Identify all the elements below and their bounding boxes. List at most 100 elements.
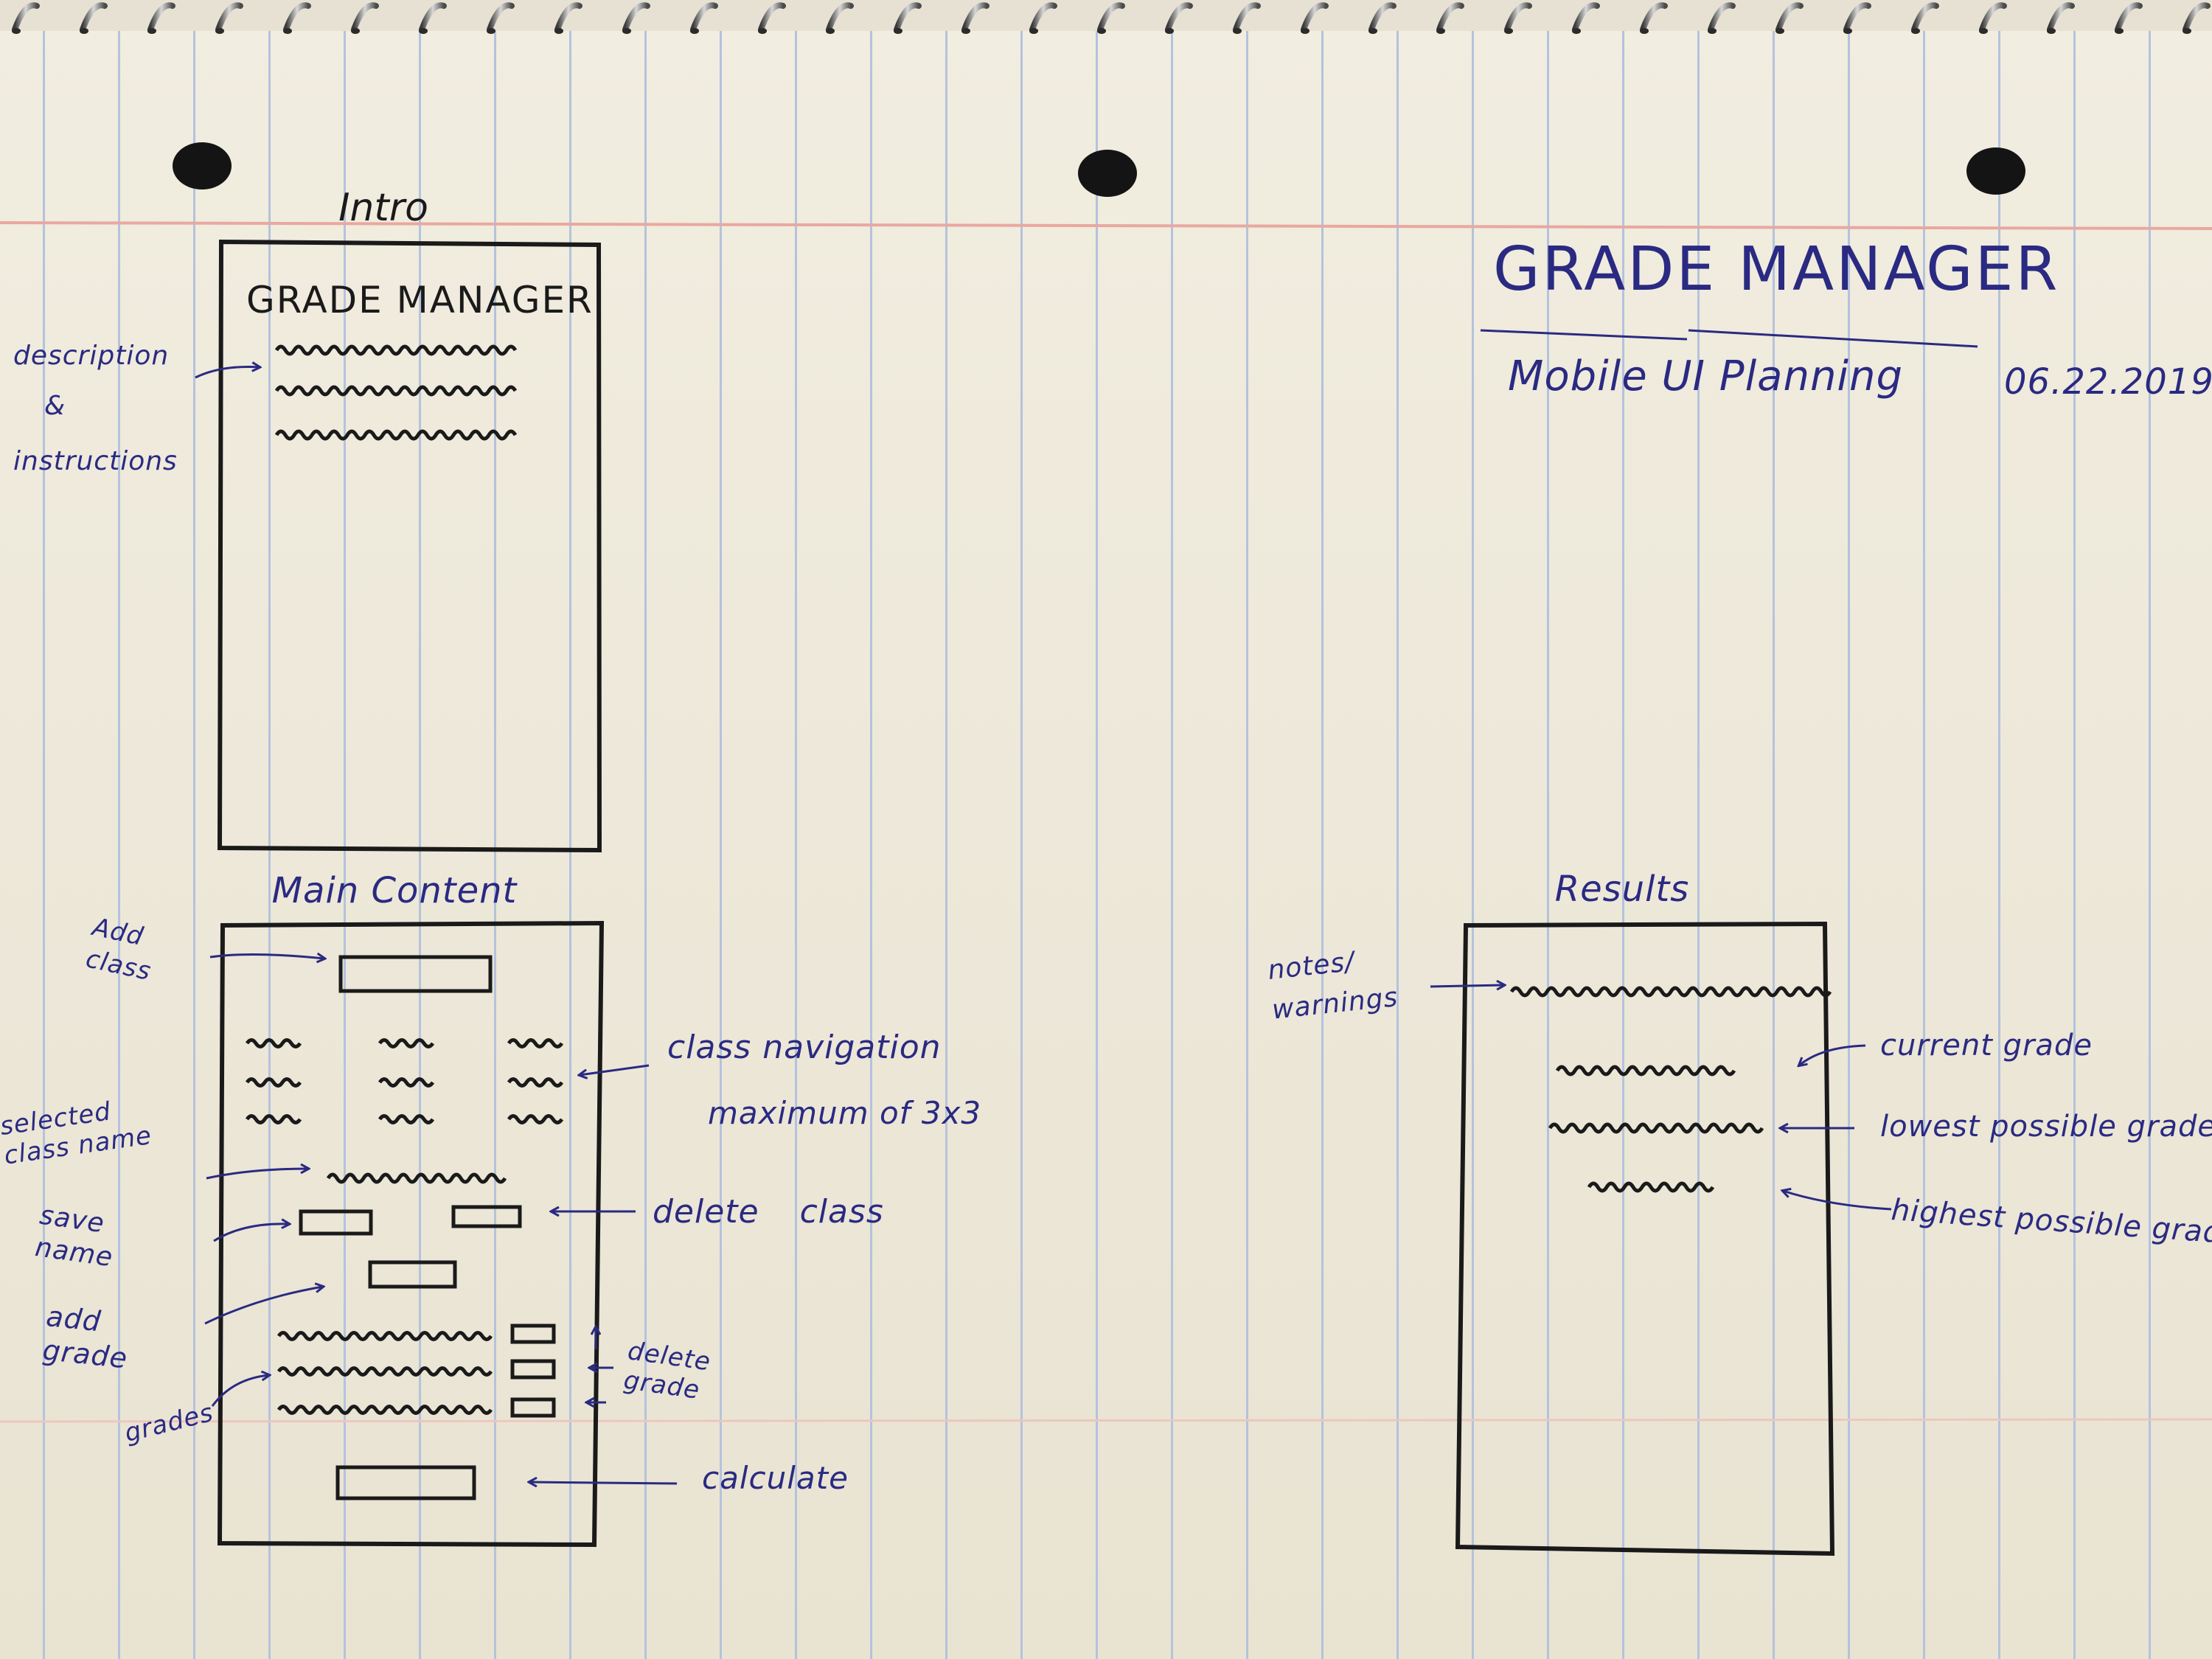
add-grade-arrow xyxy=(204,1287,323,1325)
highest-possible-grade-scribble xyxy=(1587,1181,1715,1193)
spiral-ring xyxy=(1572,2,1600,32)
spiral-ring xyxy=(1029,2,1057,32)
calculate-button-sketch xyxy=(335,1465,476,1500)
save-name-button-sketch xyxy=(299,1209,373,1236)
binding-hole xyxy=(80,28,88,34)
binding-hole xyxy=(419,28,428,34)
binding-hole xyxy=(961,28,970,34)
binding-hole xyxy=(351,28,360,34)
current-grade-scribble xyxy=(1555,1065,1736,1077)
binding-hole xyxy=(487,28,495,34)
main-content-label: Main Content xyxy=(271,870,518,911)
binding-hole xyxy=(690,28,699,34)
class-nav-item-scribble xyxy=(245,1038,302,1048)
notes-warnings-arrow xyxy=(1430,985,1504,987)
spiral-ring xyxy=(80,2,108,32)
spiral-ring xyxy=(1640,2,1668,32)
intro-text-scribble xyxy=(274,429,518,441)
add-grade-annotation: add grade xyxy=(41,1299,130,1375)
title-underline xyxy=(1688,329,1978,348)
spiral-ring xyxy=(1233,2,1261,32)
results-label: Results xyxy=(1554,869,1690,910)
spiral-ring xyxy=(1843,2,1871,32)
delete-grade-button-sketch xyxy=(510,1397,556,1418)
and-symbol-annotation: & xyxy=(44,391,66,421)
binding-hole xyxy=(1708,28,1717,34)
current-grade-annotation: current grade xyxy=(1880,1029,2093,1062)
spiral-binding xyxy=(12,2,2211,34)
binding-hole xyxy=(1979,28,1988,34)
spiral-ring xyxy=(283,2,311,32)
binding-hole xyxy=(1572,28,1581,34)
margin-line xyxy=(0,221,2212,230)
maximum-annotation: maximum of 3x3 xyxy=(708,1095,982,1131)
add-class-button-sketch xyxy=(338,955,493,993)
spiral-ring xyxy=(622,2,650,32)
binding-hole xyxy=(554,28,563,34)
punch-hole-left xyxy=(173,142,232,189)
intro-frame xyxy=(217,239,602,853)
add-class-arrow xyxy=(209,954,324,959)
binding-hole xyxy=(1097,28,1106,34)
spiral-ring xyxy=(147,2,175,32)
spiral-ring xyxy=(1097,2,1125,32)
binding-hole xyxy=(283,28,292,34)
spiral-ring xyxy=(1708,2,1736,32)
class-nav-item-scribble xyxy=(507,1077,564,1088)
class-nav-item-scribble xyxy=(507,1038,564,1048)
spiral-ring xyxy=(758,2,786,32)
class-nav-item-scribble xyxy=(378,1077,435,1088)
spiral-ring xyxy=(2115,2,2143,32)
selected-class-name-arrow xyxy=(206,1169,308,1180)
main-content-screen xyxy=(204,920,678,1548)
class-navigation-annotation: class navigation xyxy=(667,1029,942,1066)
grade-row-scribble xyxy=(276,1405,493,1415)
lowest-possible-grade-annotation: lowest possible grade xyxy=(1880,1110,2212,1144)
class-navigation-arrow xyxy=(580,1064,650,1075)
binding-hole xyxy=(1165,28,1174,34)
class-nav-item-scribble xyxy=(378,1114,435,1124)
notes-warnings-scribble xyxy=(1509,986,1832,998)
binding-hole xyxy=(2183,28,2191,34)
binding-hole xyxy=(826,28,835,34)
binding-hole xyxy=(1843,28,1852,34)
binding-hole xyxy=(1504,28,1513,34)
bottom-margin-line xyxy=(0,1418,2212,1423)
binding-hole xyxy=(758,28,767,34)
add-grade-button-sketch xyxy=(368,1260,457,1289)
class-nav-item-scribble xyxy=(378,1038,435,1048)
current-grade-arrow xyxy=(1799,1044,1866,1065)
binding-hole xyxy=(1911,28,1920,34)
instructions-annotation: instructions xyxy=(13,446,178,476)
binding-hole xyxy=(1775,28,1784,34)
binding-hole xyxy=(1436,28,1445,34)
binding-hole xyxy=(894,28,902,34)
title-underline xyxy=(1480,329,1688,341)
binding-hole xyxy=(622,28,631,34)
description-annotation: description xyxy=(13,341,170,371)
spiral-ring xyxy=(1436,2,1464,32)
spiral-ring xyxy=(961,2,990,32)
punch-hole-right xyxy=(1966,147,2025,195)
spiral-ring xyxy=(1979,2,2007,32)
document-subtitle: Mobile UI Planning xyxy=(1508,352,1904,400)
document-title: GRADE MANAGER xyxy=(1493,234,2060,305)
class-nav-item-scribble xyxy=(245,1114,302,1124)
spiral-ring xyxy=(1504,2,1532,32)
binding-hole xyxy=(1301,28,1310,34)
main-content-frame xyxy=(217,920,605,1548)
spiral-ring xyxy=(554,2,582,32)
intro-screen-heading: GRADE MANAGER xyxy=(246,279,594,321)
spiral-ring xyxy=(2183,2,2211,32)
binding-hole xyxy=(1640,28,1649,34)
spiral-ring xyxy=(2047,2,2075,32)
grade-row-scribble xyxy=(276,1366,493,1377)
delete-class-annotation: delete class xyxy=(653,1193,884,1231)
punch-hole-center xyxy=(1078,150,1137,197)
spiral-ring xyxy=(1775,2,1804,32)
spiral-ring xyxy=(419,2,447,32)
binding-hole xyxy=(1029,28,1038,34)
delete-grade-button-sketch xyxy=(510,1359,556,1380)
binding-hole xyxy=(2115,28,2124,34)
